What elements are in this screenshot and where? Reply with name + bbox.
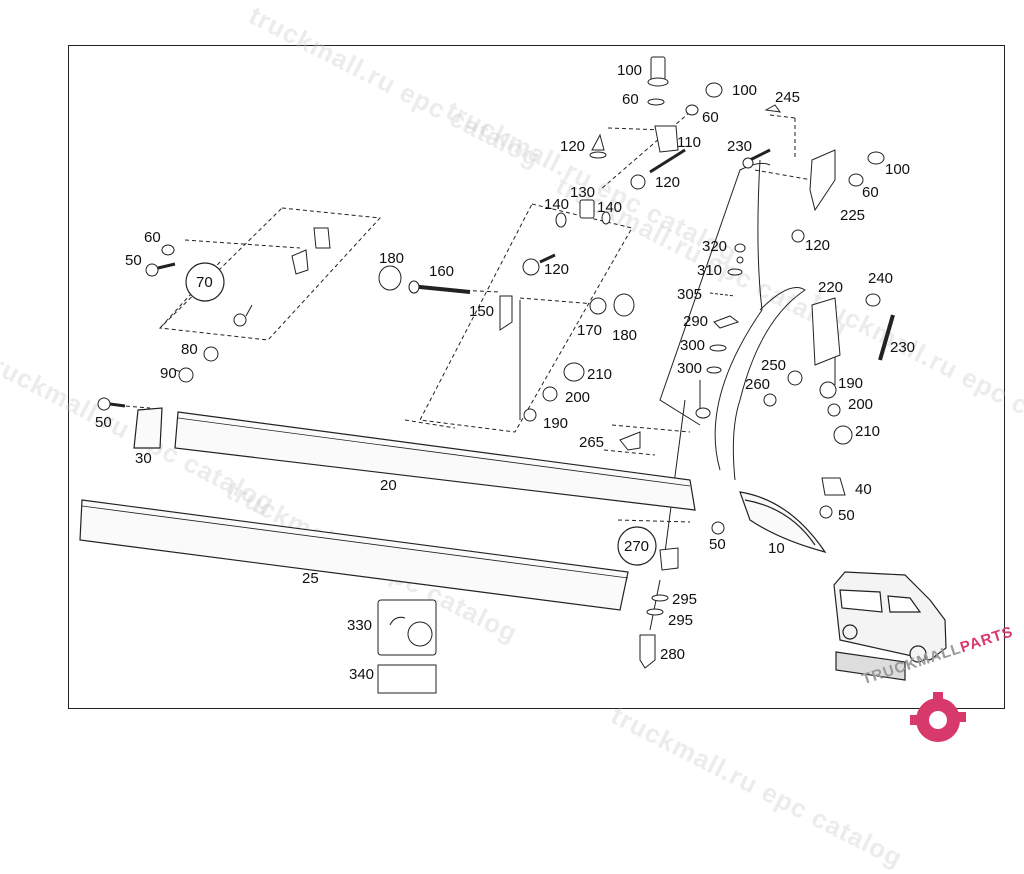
parts-diagram xyxy=(79,56,947,694)
part-label: 330 xyxy=(347,617,373,634)
part-label: 305 xyxy=(677,286,703,303)
part-label: 60 xyxy=(144,229,161,246)
part-label: 310 xyxy=(697,262,723,279)
part-label: 190 xyxy=(838,375,864,392)
part-label: 30 xyxy=(135,450,152,467)
van-illustration xyxy=(833,571,947,681)
part-30 xyxy=(133,407,163,449)
part-100-pin xyxy=(650,56,666,82)
part-label: 80 xyxy=(181,341,198,358)
callout-label: 270 xyxy=(624,538,650,555)
sill-rail-upper xyxy=(174,411,696,511)
part-label: 20 xyxy=(380,477,397,494)
part-label: 140 xyxy=(544,196,570,213)
part-label: 40 xyxy=(855,481,872,498)
part-label: 230 xyxy=(890,339,916,356)
label-340 xyxy=(377,664,437,694)
callout-270 xyxy=(617,526,657,566)
part-label: 240 xyxy=(868,270,894,287)
part-label: 300 xyxy=(680,337,706,354)
part-label: 160 xyxy=(429,263,455,280)
diagram-frame xyxy=(68,45,1005,709)
part-label: 50 xyxy=(95,414,112,431)
part-label: 290 xyxy=(683,313,709,330)
part-label: 180 xyxy=(612,327,638,344)
part-label: 295 xyxy=(672,591,698,608)
callout-label: 70 xyxy=(196,274,213,291)
part-label: 200 xyxy=(848,396,874,413)
part-label: 210 xyxy=(855,423,881,440)
part-label: 245 xyxy=(775,89,801,106)
part-label: 265 xyxy=(579,434,605,451)
part-label: 60 xyxy=(702,109,719,126)
part-label: 130 xyxy=(570,184,596,201)
part-label: 60 xyxy=(622,91,639,108)
part-label: 140 xyxy=(597,199,623,216)
part-label: 225 xyxy=(840,207,866,224)
part-label: 120 xyxy=(560,138,586,155)
part-label: 120 xyxy=(544,261,570,278)
part-label: 260 xyxy=(745,376,771,393)
part-label: 100 xyxy=(732,82,758,99)
part-label: 210 xyxy=(587,366,613,383)
bracket-150 xyxy=(499,295,513,331)
part-label: 120 xyxy=(655,174,681,191)
part-label: 50 xyxy=(125,252,142,269)
part-label: 150 xyxy=(469,303,495,320)
sill-rail-lower xyxy=(79,499,629,611)
part-label: 340 xyxy=(349,666,375,683)
part-label: 50 xyxy=(709,536,726,553)
gas-strut-230 xyxy=(878,314,895,361)
part-label: 100 xyxy=(617,62,643,79)
part-label: 170 xyxy=(577,322,603,339)
part-label: 120 xyxy=(805,237,831,254)
part-label: 295 xyxy=(668,612,694,629)
callout-70 xyxy=(185,262,225,302)
part-label: 280 xyxy=(660,646,686,663)
part-label: 110 xyxy=(677,134,701,151)
part-label: 300 xyxy=(677,360,703,377)
part-label: 10 xyxy=(768,540,785,557)
cap-180 xyxy=(378,265,402,291)
part-label: 25 xyxy=(302,570,319,587)
part-label: 250 xyxy=(761,357,787,374)
part-label: 180 xyxy=(379,250,405,267)
part-label: 60 xyxy=(862,184,879,201)
part-label: 90 xyxy=(160,365,177,382)
group-outline xyxy=(419,203,633,433)
part-label: 320 xyxy=(702,238,728,255)
part-label: 220 xyxy=(818,279,844,296)
part-label: 230 xyxy=(727,138,753,155)
part-label: 200 xyxy=(565,389,591,406)
truckmall-logo xyxy=(910,692,966,742)
hinge-225 xyxy=(809,149,836,212)
part-label: 100 xyxy=(885,161,911,178)
part-label: 190 xyxy=(543,415,569,432)
end-cap xyxy=(739,491,827,553)
part-label: 50 xyxy=(838,507,855,524)
hinge-220 xyxy=(811,297,841,366)
